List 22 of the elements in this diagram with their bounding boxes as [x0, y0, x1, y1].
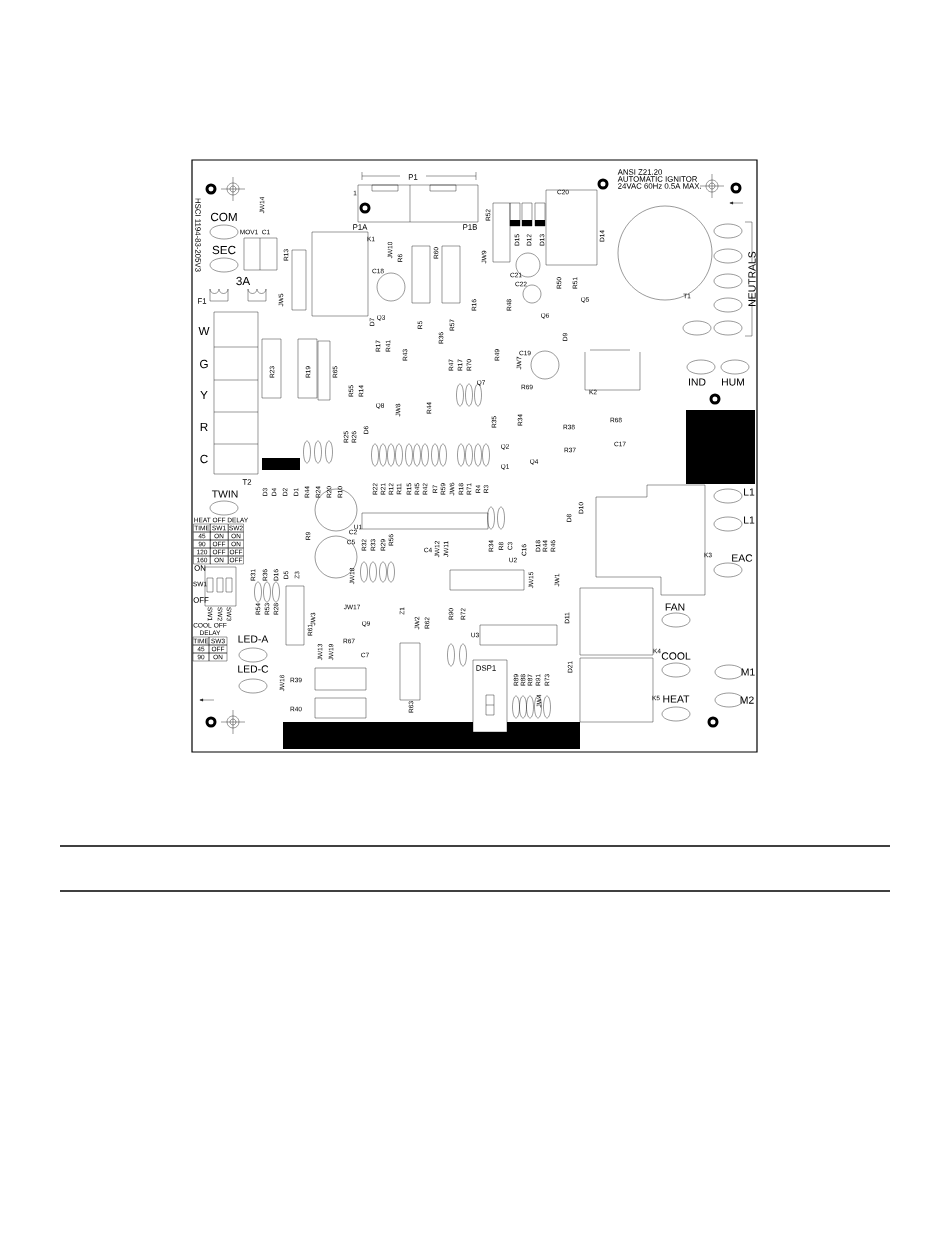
- terminal-label: LED-A: [238, 635, 269, 643]
- terminal-label: C: [200, 454, 208, 464]
- terminal-label: Y: [200, 391, 208, 400]
- terminal-label: M2: [740, 696, 754, 704]
- terminal-label: L1: [744, 516, 755, 524]
- terminal-label: COOL: [661, 652, 691, 660]
- terminal-label: HUM: [722, 378, 744, 386]
- terminal-label: FAN: [665, 603, 685, 611]
- terminal-label: IND: [689, 378, 706, 386]
- terminal-label: W: [198, 327, 210, 336]
- terminal-label: M1: [741, 668, 755, 676]
- terminal-label: NEUTRALS: [748, 251, 756, 306]
- terminal-label: R: [200, 423, 208, 432]
- terminal-label: 3A: [236, 276, 251, 286]
- terminal-label: COM: [210, 212, 237, 222]
- terminal-label: SEC: [212, 245, 236, 255]
- terminal-label: LED-C: [238, 665, 269, 673]
- terminal-label: TWIN: [211, 490, 238, 498]
- terminal-label: L1: [744, 488, 755, 496]
- terminal-label: HEAT: [663, 695, 690, 703]
- terminal-label: EAC: [732, 554, 753, 562]
- terminal-label: G: [200, 359, 208, 369]
